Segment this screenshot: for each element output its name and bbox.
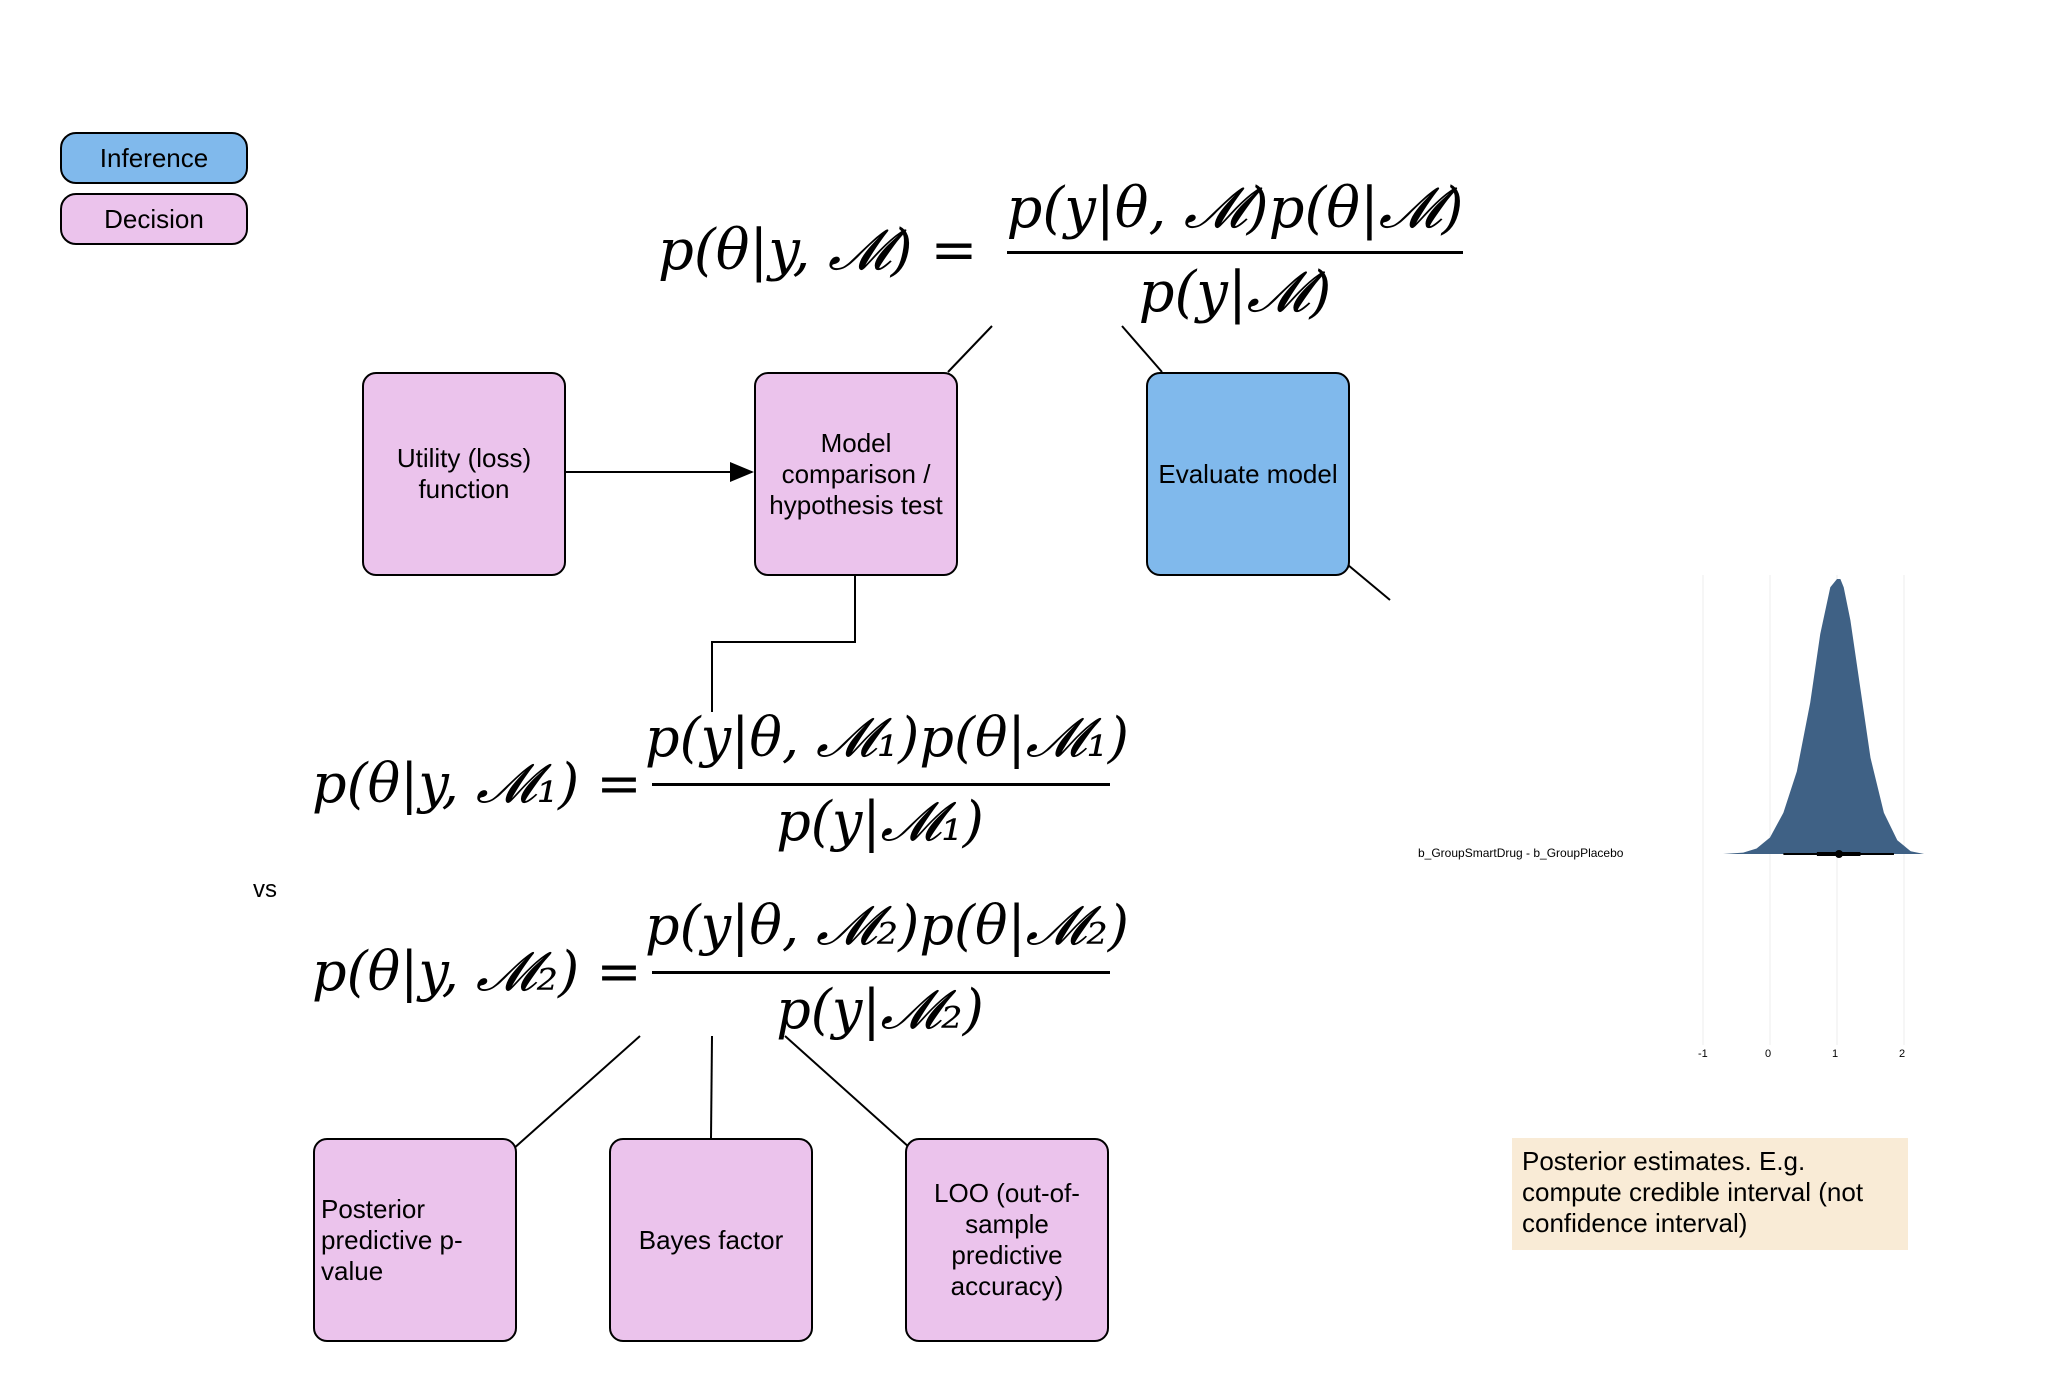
- m2-equation-denominator: p(y|𝓜₂): [776, 978, 984, 1041]
- legend-inference: Inference: [60, 132, 248, 184]
- bayes-factor-label: Bayes factor: [638, 1224, 784, 1255]
- x-tick-label: 1: [1832, 1048, 1839, 1060]
- line-m2-to-loo: [784, 1035, 911, 1149]
- legend-inference-label: Inference: [99, 142, 209, 173]
- point-estimate: [1835, 850, 1844, 858]
- bayes-factor-box[interactable]: Bayes factor: [609, 1138, 813, 1342]
- m1-equation-denominator: p(y|𝓜₁): [776, 790, 984, 853]
- vs-label: vs: [253, 876, 277, 903]
- legend-decision: Decision: [60, 193, 248, 245]
- x-tick-label: -1: [1698, 1048, 1708, 1060]
- line-m2-to-bayes: [710, 1035, 713, 1139]
- main-equation-fraction-bar: [1007, 251, 1463, 254]
- chart-parameter-label: b_GroupSmartDrug - b_GroupPlacebo: [1418, 846, 1624, 860]
- evaluate-model-box[interactable]: Evaluate model: [1146, 372, 1350, 576]
- line-evaluate-to-chart: [1347, 564, 1391, 601]
- model-comparison-box[interactable]: Model comparison / hypothesis test: [754, 372, 958, 576]
- posterior-predictive-p-value-box[interactable]: Posterior predictive p-value: [313, 1138, 517, 1342]
- legend-decision-label: Decision: [104, 203, 204, 234]
- m1-equation-lhs: p(θ|y, 𝓜₁) =: [312, 752, 642, 815]
- main-equation-numerator: p(y|θ, 𝓜)p(θ|𝓜): [1006, 176, 1464, 241]
- posterior-estimates-note: Posterior estimates. E.g. compute credib…: [1512, 1138, 1908, 1250]
- line-comparison-to-m1: [711, 575, 856, 712]
- utility-function-label: Utility (loss) function: [396, 443, 532, 504]
- m1-equation-fraction-bar: [652, 783, 1110, 786]
- line-main-to-evaluate: [1121, 325, 1163, 373]
- x-tick-label: 2: [1899, 1048, 1906, 1060]
- main-equation-lhs: p(θ|y, 𝓜) =: [658, 218, 978, 283]
- line-m2-to-ppp: [511, 1035, 641, 1151]
- posterior-estimates-note-text: Posterior estimates. E.g. compute credib…: [1522, 1146, 1864, 1238]
- loo-label: LOO (out-of-sample predictive accuracy): [934, 1178, 1080, 1301]
- m2-equation-lhs: p(θ|y, 𝓜₂) =: [312, 940, 642, 1003]
- posterior-predictive-p-value-label: Posterior predictive p-value: [321, 1193, 463, 1286]
- loo-box[interactable]: LOO (out-of-sample predictive accuracy): [905, 1138, 1109, 1342]
- model-comparison-label: Model comparison / hypothesis test: [769, 427, 943, 520]
- x-tick-label: 0: [1765, 1048, 1772, 1060]
- m2-equation-fraction-bar: [652, 971, 1110, 974]
- main-equation-denominator: p(y|𝓜): [1138, 260, 1332, 325]
- line-main-to-model-comparison: [947, 325, 993, 373]
- m1-equation-numerator: p(y|θ, 𝓜₁)p(θ|𝓜₁): [645, 706, 1129, 769]
- evaluate-model-label: Evaluate model: [1158, 458, 1338, 489]
- density-area: [1723, 579, 1925, 854]
- utility-function-box[interactable]: Utility (loss) function: [362, 372, 566, 576]
- m2-equation-numerator: p(y|θ, 𝓜₂)p(θ|𝓜₂): [645, 894, 1129, 957]
